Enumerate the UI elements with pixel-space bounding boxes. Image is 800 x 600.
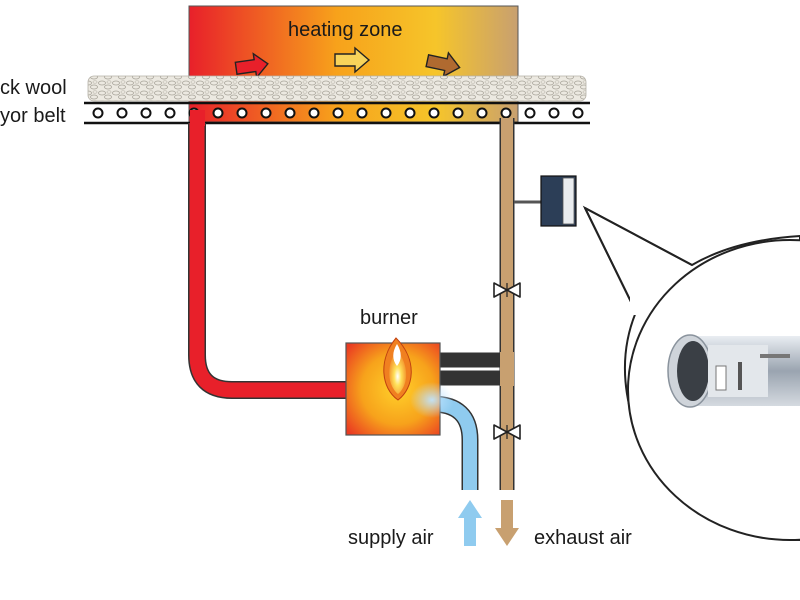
rock-wool-layer	[87, 75, 587, 102]
supply-air-arrow	[458, 500, 482, 546]
conveyor-belt-label: yor belt	[0, 105, 66, 127]
supply-air-glow	[410, 382, 454, 418]
conveyor-roller	[260, 107, 272, 119]
hot-air-duct-fill	[189, 123, 348, 398]
conveyor-roller	[572, 107, 584, 119]
valve-icon	[493, 424, 521, 440]
conveyor-roller	[548, 107, 560, 119]
conveyor-roller	[332, 107, 344, 119]
right-arrow-icon	[234, 52, 269, 80]
conveyor-roller	[428, 107, 440, 119]
right-arrow-icon	[334, 46, 371, 74]
exhaust-air-arrow	[495, 500, 519, 546]
conveyor-roller	[236, 107, 248, 119]
conveyor-roller	[356, 107, 368, 119]
conveyor-roller	[284, 107, 296, 119]
conveyor-roller	[140, 107, 152, 119]
conveyor-roller	[524, 107, 536, 119]
conveyor-roller	[380, 107, 392, 119]
supply-air-label: supply air	[348, 527, 434, 549]
sensor-tube-detail	[667, 334, 800, 408]
sensor-box-icon	[540, 175, 577, 227]
conveyor-roller	[92, 107, 104, 119]
hot-air-duct	[188, 123, 348, 399]
conveyor-roller	[500, 107, 512, 119]
conveyor-roller	[212, 107, 224, 119]
heating-zone-label: heating zone	[288, 19, 403, 41]
conveyor-roller	[404, 107, 416, 119]
conveyor-roller	[476, 107, 488, 119]
burner-label: burner	[360, 307, 418, 329]
valve-icon	[493, 282, 521, 298]
conveyor-roller	[164, 107, 176, 119]
rock-wool-label: ck wool	[0, 77, 67, 99]
conveyor-roller	[452, 107, 464, 119]
exhaust-air-label: exhaust air	[534, 527, 632, 549]
flame-icon	[383, 337, 412, 401]
conveyor-roller	[116, 107, 128, 119]
conveyor-roller	[308, 107, 320, 119]
right-arrow-icon	[425, 51, 461, 78]
